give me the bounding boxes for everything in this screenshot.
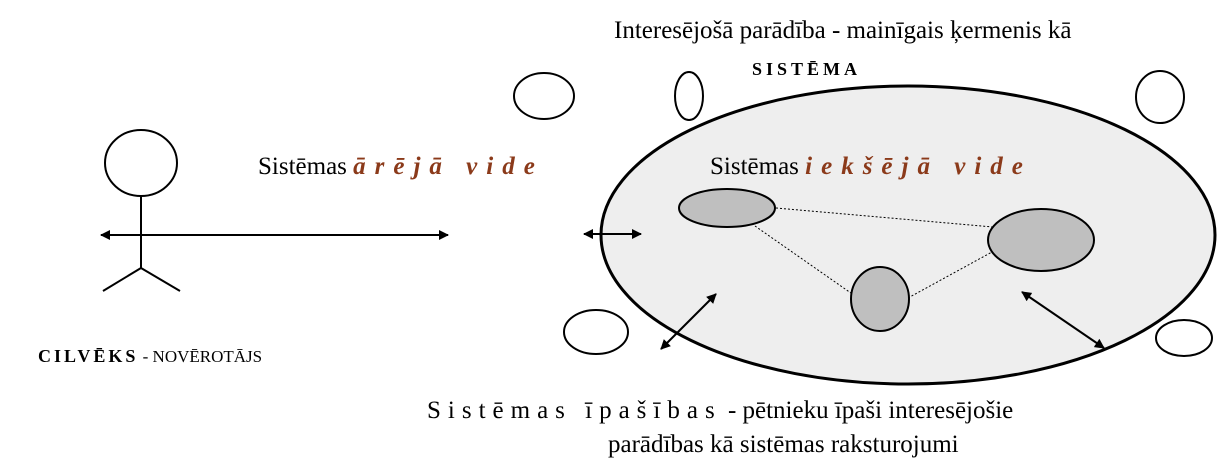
system-properties-desc: - pētnieku īpaši interesējošie — [721, 397, 1014, 424]
inner-environment-accent: iekšējā vide — [805, 153, 1032, 180]
system-properties-line1: Sistēmas īpašības - pētnieku īpaši inter… — [427, 398, 1013, 423]
observer-label-strong: CILVĒKS — [38, 346, 139, 366]
element-connections — [754, 207, 994, 306]
outer-environment-accent: ārējā vide — [353, 153, 544, 180]
property-arrow-right — [1021, 291, 1105, 349]
outer-environment-label: Sistēmas ārējā vide — [258, 154, 544, 179]
observer-right-leg — [140, 267, 181, 292]
system-properties-term: Sistēmas īpašības — [427, 397, 722, 424]
env-object — [513, 72, 575, 120]
environment-objects — [513, 70, 1213, 357]
env-object — [674, 71, 704, 121]
system-element-1 — [678, 188, 776, 228]
property-arrow-left — [660, 293, 717, 350]
env-object — [1135, 70, 1185, 124]
system-element-2 — [987, 208, 1095, 272]
env-object — [563, 309, 629, 355]
outer-environment-prefix: Sistēmas — [258, 153, 347, 180]
observer-label: CILVĒKS - NOVĒROTĀJS — [38, 347, 262, 365]
observer-label-rest: - NOVĒROTĀJS — [138, 347, 263, 366]
system-element-3 — [850, 266, 910, 332]
observer-figure — [102, 129, 181, 292]
system-title: Interesējošā parādība - mainīgais ķermen… — [614, 17, 1072, 44]
observer-left-leg — [102, 267, 142, 292]
env-object — [1155, 319, 1213, 357]
inner-environment-prefix: Sistēmas — [710, 153, 799, 180]
system-properties-line2: parādības kā sistēmas raksturojumi — [608, 431, 959, 458]
system-ellipse — [599, 84, 1217, 386]
system-title-keyword: SISTĒMA — [752, 59, 862, 79]
inner-environment-label: Sistēmas iekšējā vide — [710, 154, 1032, 179]
observer-head — [104, 129, 178, 197]
